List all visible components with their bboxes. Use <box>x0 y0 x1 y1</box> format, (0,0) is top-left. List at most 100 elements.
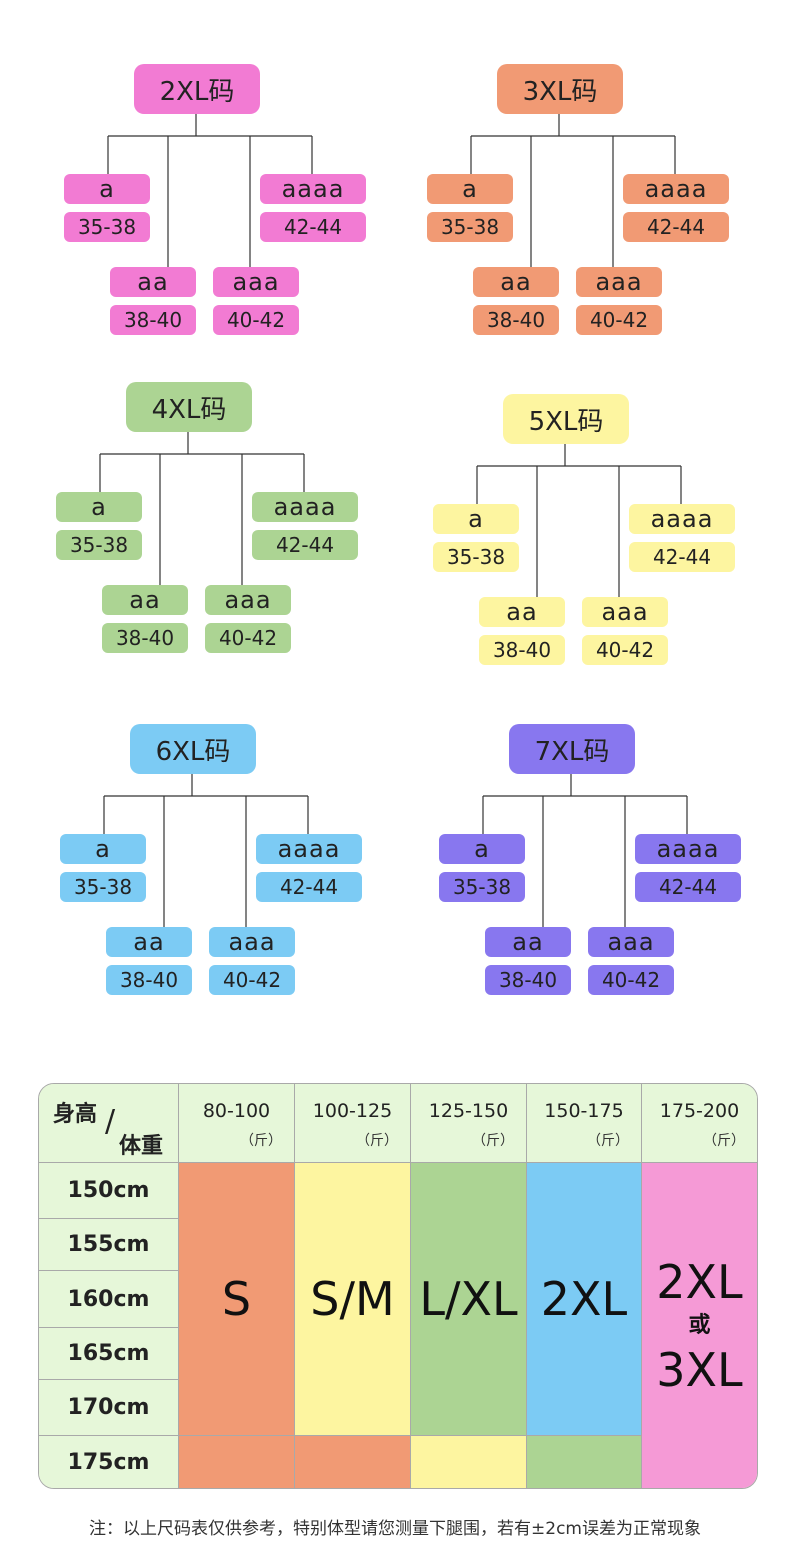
size-2xl-or-3xl: 2XL 或 3XL <box>642 1163 757 1488</box>
code-name-box: aaa <box>576 267 662 297</box>
code-range-box: 38-40 <box>479 635 565 665</box>
size-lxl-label: L/XL <box>419 1272 518 1326</box>
tree-title: 7XL码 <box>509 724 635 774</box>
header-slash: / <box>105 1104 116 1139</box>
code-name-box: aaa <box>582 597 668 627</box>
tree-connectors <box>470 114 676 269</box>
code-range-box: 38-40 <box>110 305 196 335</box>
code-range-box: 35-38 <box>427 212 513 242</box>
code-range-box: 35-38 <box>64 212 150 242</box>
size-3xl-label: 3XL <box>656 1342 743 1397</box>
size-sm: S/M <box>295 1163 411 1436</box>
code-range-box: 40-42 <box>213 305 299 335</box>
code-name-box: aaaa <box>635 834 741 864</box>
height-row-label: 165cm <box>39 1328 179 1380</box>
code-name-box: aaaa <box>260 174 366 204</box>
code-range-box: 35-38 <box>439 872 525 902</box>
code-name-box: a <box>433 504 519 534</box>
code-range-box: 40-42 <box>205 623 291 653</box>
height-header: 身高 <box>53 1102 98 1127</box>
code-range-box: 35-38 <box>60 872 146 902</box>
tree-connectors <box>482 774 688 929</box>
code-name-box: aa <box>479 597 565 627</box>
height-row-label: 175cm <box>39 1436 179 1488</box>
size-tree: 2XL码 a 35-38 aa 38-40 aaa 40-42 aaaa 42-44 <box>64 64 366 339</box>
height-row-label: 155cm <box>39 1219 179 1271</box>
code-range-box: 35-38 <box>56 530 142 560</box>
code-range-box: 38-40 <box>485 965 571 995</box>
code-range-box: 42-44 <box>635 872 741 902</box>
weight-range: 125-150 <box>428 1100 509 1122</box>
tree-title: 4XL码 <box>126 382 252 432</box>
code-range-box: 38-40 <box>102 623 188 653</box>
code-name-box: aaa <box>209 927 295 957</box>
code-name-box: a <box>427 174 513 204</box>
weight-unit: （斤） <box>703 1133 745 1149</box>
tree-title: 3XL码 <box>497 64 623 114</box>
table-cell <box>527 1436 642 1488</box>
code-name-box: aa <box>485 927 571 957</box>
size-lxl: L/XL <box>411 1163 527 1436</box>
code-name-box: aa <box>110 267 196 297</box>
code-name-box: aa <box>102 585 188 615</box>
weight-col-header: 125-150 （斤） <box>411 1084 527 1163</box>
weight-range: 80-100 <box>202 1100 271 1122</box>
weight-unit: （斤） <box>587 1133 629 1149</box>
weight-col-header: 150-175 （斤） <box>527 1084 642 1163</box>
code-range-box: 40-42 <box>582 635 668 665</box>
code-range-box: 40-42 <box>588 965 674 995</box>
code-range-box: 42-44 <box>260 212 366 242</box>
table-cell <box>179 1436 295 1488</box>
height-row-label: 150cm <box>39 1163 179 1219</box>
code-range-box: 42-44 <box>252 530 358 560</box>
weight-header: 体重 <box>119 1134 164 1159</box>
tree-connectors <box>476 444 682 599</box>
height-row-label: 160cm <box>39 1271 179 1328</box>
weight-col-header: 175-200 （斤） <box>642 1084 757 1163</box>
tree-title: 5XL码 <box>503 394 629 444</box>
size-tree: 5XL码 a 35-38 aa 38-40 aaa 40-42 aaaa 42-44 <box>433 394 735 669</box>
code-name-box: aa <box>473 267 559 297</box>
code-name-box: aaa <box>213 267 299 297</box>
weight-unit: （斤） <box>356 1133 398 1149</box>
code-name-box: a <box>439 834 525 864</box>
weight-col-header: 100-125 （斤） <box>295 1084 411 1163</box>
code-range-box: 40-42 <box>209 965 295 995</box>
size-2xl-label: 2XL <box>656 1254 743 1309</box>
code-range-box: 35-38 <box>433 542 519 572</box>
code-name-box: aaaa <box>252 492 358 522</box>
code-name-box: aaaa <box>623 174 729 204</box>
tree-title: 6XL码 <box>130 724 256 774</box>
code-range-box: 42-44 <box>623 212 729 242</box>
code-name-box: aaaa <box>629 504 735 534</box>
code-range-box: 38-40 <box>473 305 559 335</box>
table-cell <box>295 1436 411 1488</box>
weight-unit: （斤） <box>472 1133 514 1149</box>
weight-col-header: 80-100 （斤） <box>179 1084 295 1163</box>
size-table: 身高 / 体重 80-100 （斤） 100-125 （斤） 125-150 （… <box>38 1083 758 1489</box>
size-tree: 3XL码 a 35-38 aa 38-40 aaa 40-42 aaaa 42-44 <box>427 64 729 339</box>
size-s: S <box>179 1163 295 1436</box>
tree-connectors <box>99 432 305 587</box>
weight-unit: （斤） <box>240 1133 282 1149</box>
table-cell <box>411 1436 527 1488</box>
size-sm-label: S/M <box>310 1272 395 1326</box>
code-range-box: 42-44 <box>629 542 735 572</box>
weight-range: 150-175 <box>544 1100 624 1122</box>
code-name-box: a <box>64 174 150 204</box>
code-range-box: 40-42 <box>576 305 662 335</box>
code-name-box: a <box>56 492 142 522</box>
or-label: 或 <box>688 1312 711 1338</box>
code-name-box: aa <box>106 927 192 957</box>
size-2xl: 2XL <box>527 1163 642 1436</box>
size-s-label: S <box>221 1272 252 1326</box>
code-name-box: aaa <box>205 585 291 615</box>
size-tree: 4XL码 a 35-38 aa 38-40 aaa 40-42 aaaa 42-44 <box>56 382 358 657</box>
tree-connectors <box>103 774 309 929</box>
tree-title: 2XL码 <box>134 64 260 114</box>
tree-connectors <box>107 114 313 269</box>
footnote: 注：以上尺码表仅供参考，特别体型请您测量下腿围，若有±2cm误差为正常现象 <box>89 1519 701 1539</box>
size-2xl-label: 2XL <box>540 1272 628 1326</box>
